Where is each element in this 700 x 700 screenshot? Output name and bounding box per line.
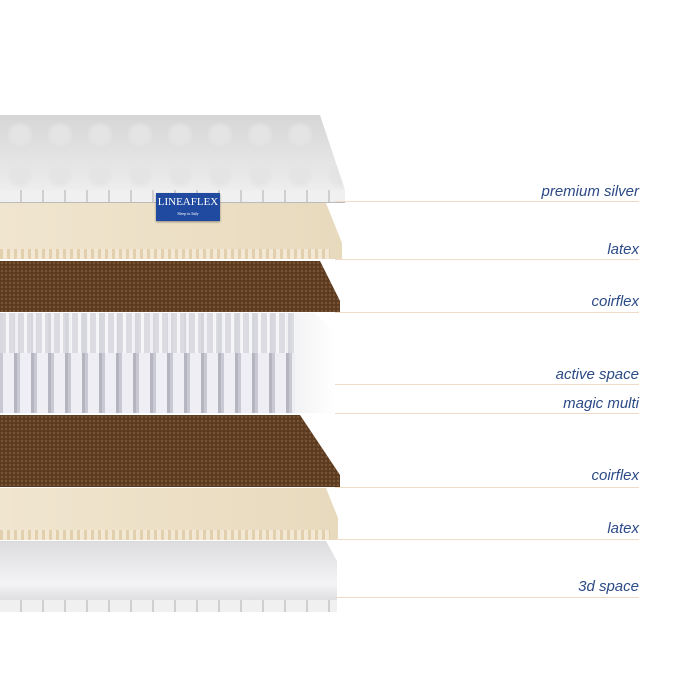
premium-silver-layer	[0, 115, 345, 193]
coirflex-layer-top	[0, 261, 340, 312]
layer-label: magic multi	[563, 395, 639, 412]
leader-line	[335, 413, 639, 414]
leader-line	[335, 384, 639, 385]
3d-space-layer	[0, 541, 337, 612]
layer-label: latex	[607, 520, 639, 537]
leader-line	[335, 312, 639, 313]
magic-multi-foam	[295, 313, 335, 413]
layer-label: active space	[555, 366, 639, 383]
leader-line	[335, 597, 639, 598]
leader-line	[335, 201, 639, 202]
leader-line	[335, 487, 639, 488]
leader-line	[335, 539, 639, 540]
active-space-springs-top	[0, 313, 300, 353]
layer-label: coirflex	[591, 467, 639, 484]
layer-label: premium silver	[541, 183, 639, 200]
coirflex-layer-bottom	[0, 415, 340, 487]
layer-label: coirflex	[591, 293, 639, 310]
layer-label: 3d space	[578, 578, 639, 595]
leader-line	[335, 259, 639, 260]
latex-layer-bottom	[0, 488, 338, 540]
layer-label: latex	[607, 241, 639, 258]
